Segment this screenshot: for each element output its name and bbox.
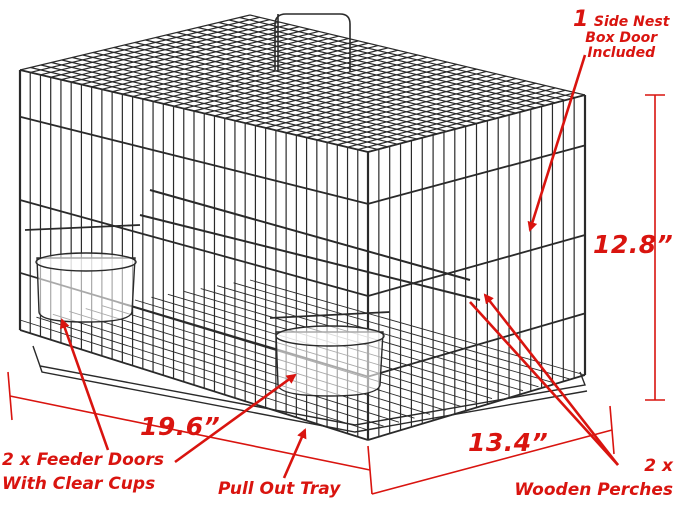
feeder-cup-left [35, 252, 137, 323]
callout-side-nest: 1 Side Nest Box Door Included [573, 8, 669, 60]
callout-perches: 2 x Wooden Perches [513, 456, 673, 500]
dimension-length: 19.6” [140, 412, 221, 441]
dimension-depth: 13.4” [468, 428, 549, 457]
cage-wire-frame [18, 14, 587, 441]
callout-feeder-doors: 2 x Feeder Doors With Clear Cups [2, 450, 164, 494]
dimension-lines [7, 94, 665, 495]
arrow-perch-2 [469, 301, 619, 466]
dimension-height: 12.8” [593, 230, 674, 259]
feeder-doors-line1: 2 x Feeder Doors [2, 450, 164, 470]
callout-tray: Pull Out Tray [218, 479, 341, 499]
pull-out-tray [32, 345, 588, 433]
side-nest-count: 1 [573, 7, 589, 32]
arrow-tray [282, 428, 307, 479]
perches-line2: Wooden Perches [514, 479, 673, 500]
side-nest-line2: Box Door [585, 30, 658, 47]
side-nest-line3: Included [587, 44, 656, 61]
arrow-side-nest [527, 54, 587, 232]
arrow-perch-1 [483, 293, 620, 466]
side-nest-line1: Side Nest [593, 14, 670, 30]
callout-arrows [59, 54, 620, 479]
perches-line1: 2 x [644, 456, 673, 476]
arrow-feeder-left [59, 318, 110, 451]
feeder-doors-line2: With Clear Cups [2, 473, 156, 494]
feeder-cup-right [275, 325, 385, 397]
arrow-feeder-right [174, 373, 297, 464]
cage-handle [274, 13, 351, 72]
